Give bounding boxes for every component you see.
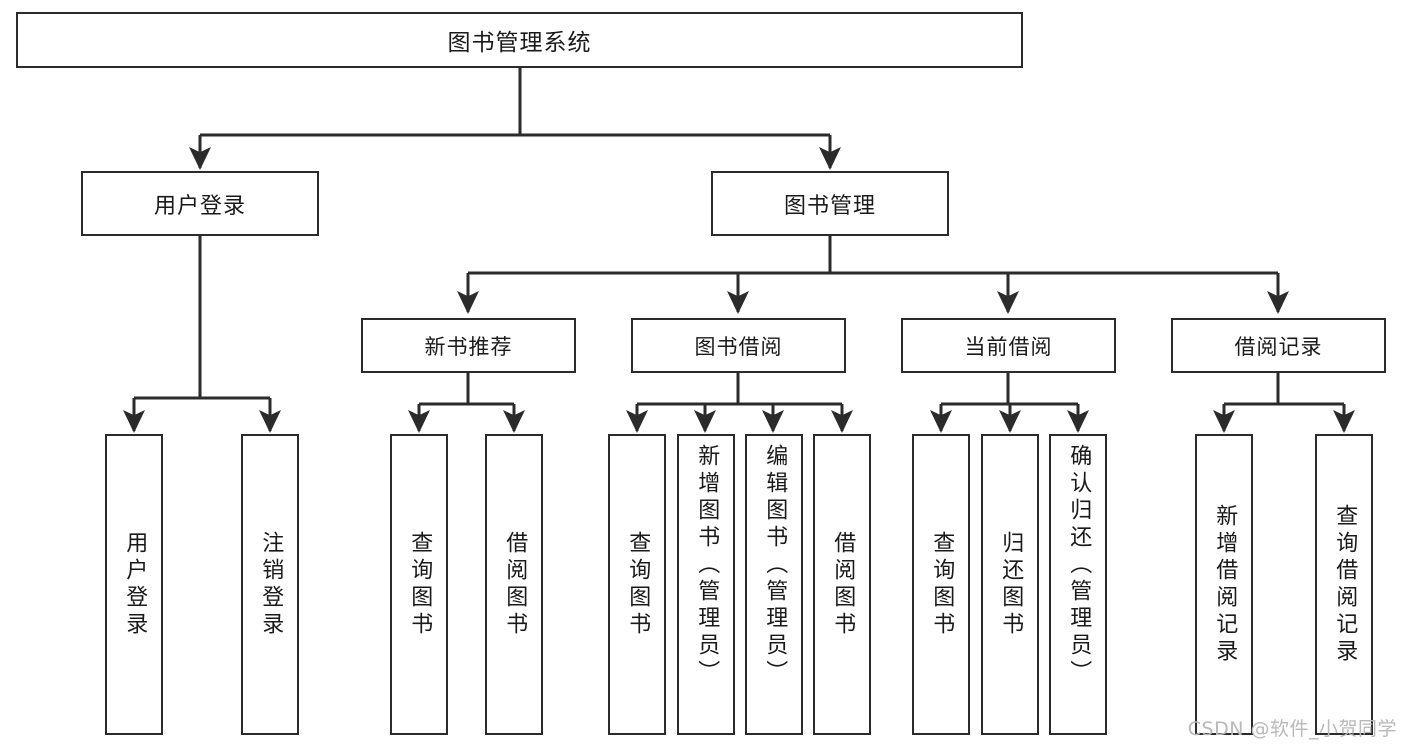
node-leaf-borrow-book-2[interactable]: 借阅图书 [813,434,871,735]
node-leaf-edit-book[interactable]: 编辑图书（管理员） [745,434,803,735]
node-leaf-query-book-2-label: 查询图书 [625,530,651,639]
node-new-book-recommend-label: 新书推荐 [424,334,513,359]
node-borrow-record-label: 借阅记录 [1234,334,1323,359]
node-leaf-query-book-3[interactable]: 查询图书 [912,434,970,735]
node-borrow-record[interactable]: 借阅记录 [1171,318,1386,373]
node-leaf-confirm-return-label: 确认归还（管理员） [1066,444,1092,687]
node-leaf-user-logout-label: 注销登录 [258,530,284,639]
node-new-book-recommend[interactable]: 新书推荐 [361,318,576,373]
node-leaf-query-book-3-label: 查询图书 [929,530,955,639]
node-leaf-query-book-1[interactable]: 查询图书 [390,434,448,735]
node-leaf-borrow-book-1-label: 借阅图书 [502,530,528,639]
node-current-borrow-label: 当前借阅 [964,334,1053,359]
node-leaf-add-book[interactable]: 新增图书（管理员） [677,434,735,735]
node-leaf-add-record[interactable]: 新增借阅记录 [1195,434,1253,735]
node-leaf-confirm-return[interactable]: 确认归还（管理员） [1049,434,1107,735]
node-current-borrow[interactable]: 当前借阅 [901,318,1116,373]
node-book-manage[interactable]: 图书管理 [711,171,949,236]
node-leaf-return-book[interactable]: 归还图书 [981,434,1039,735]
node-leaf-query-record[interactable]: 查询借阅记录 [1315,434,1373,735]
node-leaf-query-record-label: 查询借阅记录 [1332,503,1358,666]
node-leaf-borrow-book-1[interactable]: 借阅图书 [485,434,543,735]
node-leaf-edit-book-label: 编辑图书（管理员） [762,444,788,687]
node-leaf-add-book-label: 新增图书（管理员） [694,444,720,687]
node-book-borrow[interactable]: 图书借阅 [631,318,846,373]
node-leaf-user-login-label: 用户登录 [122,530,148,639]
node-leaf-query-book-2[interactable]: 查询图书 [608,434,666,735]
node-leaf-return-book-label: 归还图书 [998,530,1024,639]
node-root[interactable]: 图书管理系统 [16,12,1023,68]
node-root-label: 图书管理系统 [447,30,592,56]
node-leaf-add-record-label: 新增借阅记录 [1212,503,1238,666]
node-user-login-label: 用户登录 [153,193,246,219]
node-leaf-user-logout[interactable]: 注销登录 [241,434,299,735]
node-leaf-user-login[interactable]: 用户登录 [105,434,163,735]
node-leaf-borrow-book-2-label: 借阅图书 [830,530,856,639]
node-book-manage-label: 图书管理 [783,193,876,219]
node-leaf-query-book-1-label: 查询图书 [407,530,433,639]
node-book-borrow-label: 图书借阅 [694,334,783,359]
node-user-login[interactable]: 用户登录 [81,171,319,236]
